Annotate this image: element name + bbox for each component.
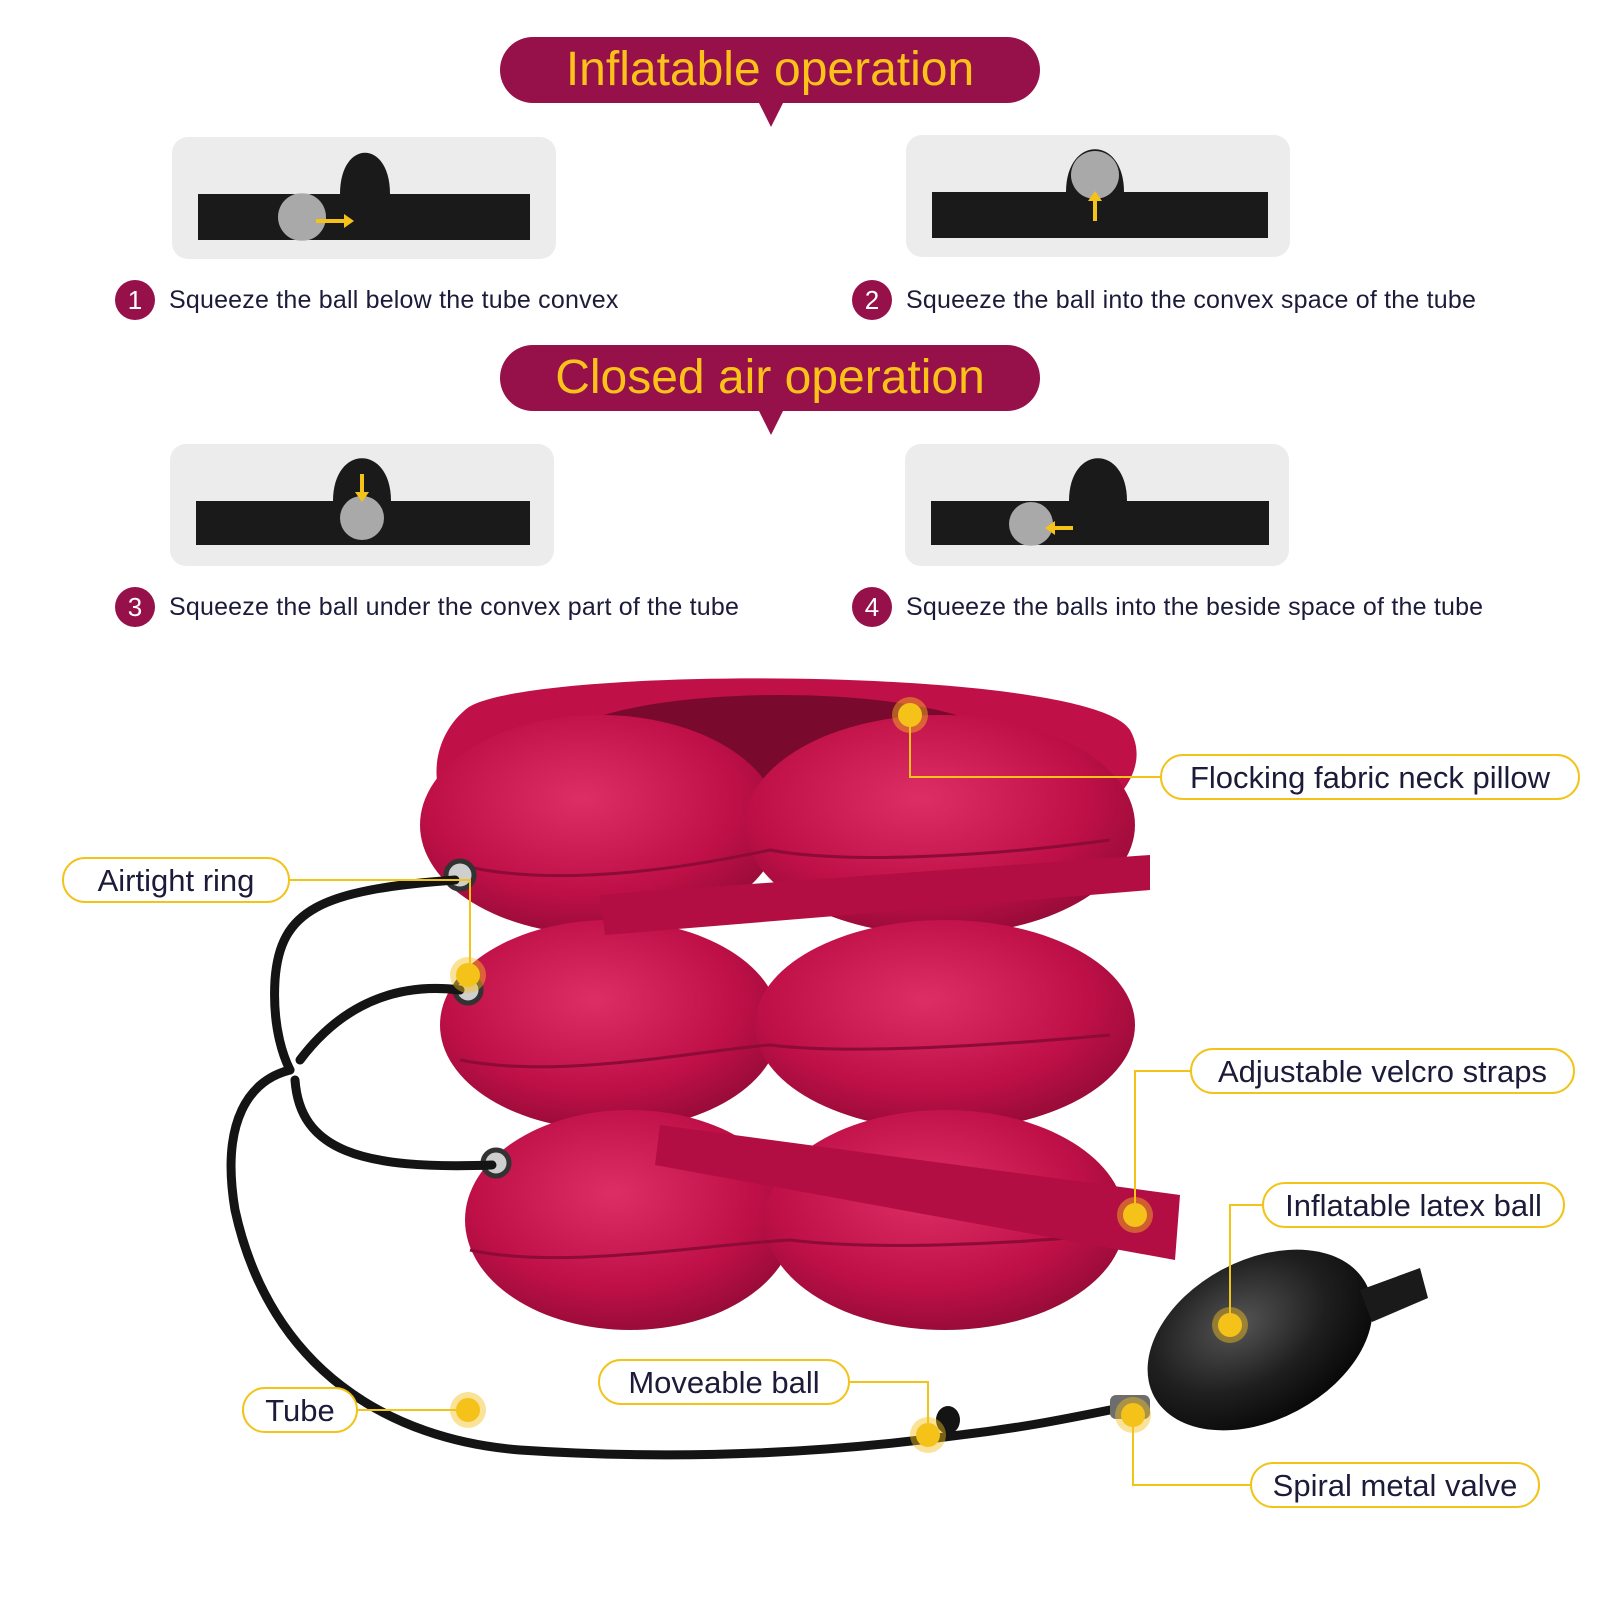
- latex-ball-hotspot: [1218, 1313, 1242, 1337]
- step-4-text: Squeeze the balls into the beside space …: [906, 592, 1484, 621]
- step-4-number-badge: 4: [852, 587, 892, 627]
- airtight-ring-hotspot: [456, 963, 480, 987]
- step-3-text: Squeeze the ball under the convex part o…: [169, 592, 740, 621]
- step-2: 2 Squeeze the ball into the convex space…: [852, 280, 1476, 320]
- latex-ball-label: Inflatable latex ball: [1262, 1182, 1565, 1228]
- step-1-number-badge: 1: [115, 280, 155, 320]
- inflatable-operation-banner: Inflatable operation: [500, 37, 1040, 127]
- moveable-ball-hotspot: [916, 1423, 940, 1447]
- neck-traction-device-illustration: [226, 678, 1428, 1486]
- moveable-ball-label: Moveable ball: [598, 1359, 850, 1405]
- velcro-straps-label: Adjustable velcro straps: [1190, 1048, 1575, 1094]
- step-2-number-badge: 2: [852, 280, 892, 320]
- tube-label: Tube: [242, 1387, 358, 1433]
- step-1: 1 Squeeze the ball below the tube convex: [115, 280, 619, 320]
- step-4-illustration: [905, 444, 1289, 566]
- step-3: 3 Squeeze the ball under the convex part…: [115, 587, 739, 627]
- tube-hotspot: [456, 1398, 480, 1422]
- neck-pillow-hotspot: [898, 703, 922, 727]
- step-4: 4 Squeeze the balls into the beside spac…: [852, 587, 1483, 627]
- neck-pillow-label: Flocking fabric neck pillow: [1160, 754, 1580, 800]
- step-3-illustration: [170, 444, 554, 566]
- step-3-number-badge: 3: [115, 587, 155, 627]
- closed-air-operation-banner: Closed air operation: [500, 345, 1040, 435]
- airtight-ring-label: Airtight ring: [62, 857, 290, 903]
- step-2-text: Squeeze the ball into the convex space o…: [906, 285, 1477, 314]
- velcro-strap-hotspot: [1123, 1203, 1147, 1227]
- step-1-text: Squeeze the ball below the tube convex: [169, 285, 619, 314]
- metal-valve-label: Spiral metal valve: [1250, 1462, 1540, 1508]
- step-2-illustration: [906, 135, 1290, 257]
- step-1-illustration: [172, 137, 556, 259]
- product-diagram: Flocking fabric neck pillow Airtight rin…: [0, 650, 1600, 1600]
- metal-valve-hotspot: [1121, 1403, 1145, 1427]
